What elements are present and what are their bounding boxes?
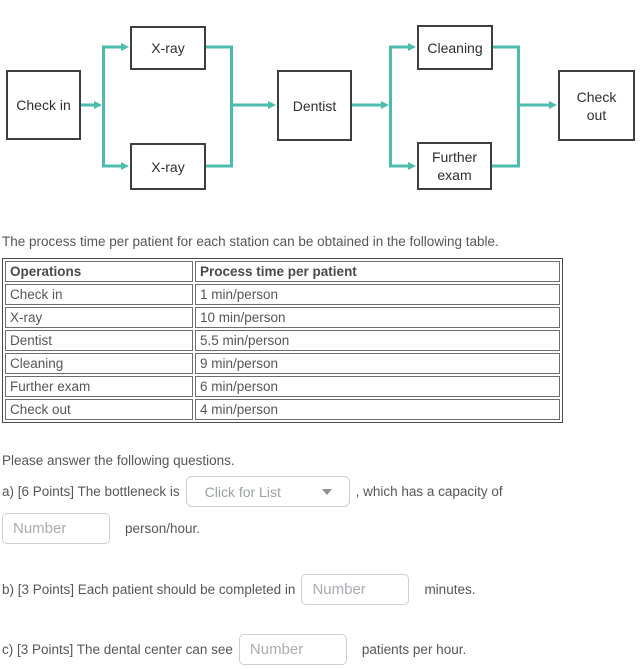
flow-box-label: Check out (576, 88, 617, 123)
question-a-middle: , which has a capacity of (355, 484, 503, 499)
operation-cell: Check out (5, 399, 193, 420)
time-cell: 10 min/person (195, 307, 560, 328)
operation-cell: X-ray (5, 307, 193, 328)
flow-box-label: Cleaning (427, 39, 483, 56)
flow-box-dentist: Dentist (277, 70, 352, 141)
question-c-suffix: patients per hour. (361, 642, 467, 657)
question-a-prefix: a) [6 Points] The bottleneck is (2, 484, 180, 499)
time-cell: 1 min/person (195, 284, 560, 305)
flow-connectors (81, 43, 557, 170)
time-cell: 4 min/person (195, 399, 560, 420)
operation-cell: Cleaning (5, 353, 193, 374)
table-row: X-ray 10 min/person (5, 307, 560, 328)
table-row: Dentist 5.5 min/person (5, 330, 560, 351)
flow-box-xray-top: X-ray (130, 26, 206, 70)
time-cell: 9 min/person (195, 353, 560, 374)
table-header-row: Operations Process time per patient (5, 261, 560, 282)
flow-box-label: X-ray (151, 40, 185, 56)
question-a-line2: person/hour. (2, 513, 642, 544)
questions-lead: Please answer the following questions. (2, 453, 235, 468)
capacity-input[interactable] (2, 513, 110, 544)
flow-box-label: Check in (16, 97, 71, 113)
flow-box-label: X-ray (151, 158, 185, 175)
question-a-suffix: person/hour. (125, 521, 201, 536)
chevron-down-icon (321, 488, 332, 495)
completion-time-input[interactable] (301, 574, 410, 605)
patients-per-hour-input[interactable] (238, 634, 347, 665)
process-time-table: Operations Process time per patient Chec… (2, 258, 563, 423)
flow-box-check-out: Check out (558, 70, 635, 141)
question-b-prefix: b) [3 Points] Each patient should be com… (2, 582, 296, 597)
questions-section: Please answer the following questions. a… (2, 453, 642, 665)
flow-box-xray-bottom: X-ray (130, 143, 206, 190)
table-caption: The process time per patient for each st… (2, 234, 499, 249)
question-b-suffix: minutes. (424, 582, 476, 597)
operation-cell: Further exam (5, 376, 193, 397)
operation-cell: Dentist (5, 330, 193, 351)
flow-box-cleaning: Cleaning (417, 25, 493, 70)
flow-box-further-exam: Further exam (417, 142, 492, 190)
flow-arrows (81, 43, 557, 170)
table-header-operations: Operations (5, 261, 193, 282)
operation-cell: Check in (5, 284, 193, 305)
table-row: Check out 4 min/person (5, 399, 560, 420)
question-c-line: c) [3 Points] The dental center can see … (2, 634, 642, 665)
dropdown-placeholder: Click for List (204, 483, 281, 500)
table-row: Cleaning 9 min/person (5, 353, 560, 374)
table-row: Check in 1 min/person (5, 284, 560, 305)
table-header-process-time: Process time per patient (195, 261, 560, 282)
time-cell: 5.5 min/person (195, 330, 560, 351)
time-cell: 6 min/person (195, 376, 560, 397)
question-a-line1: a) [6 Points] The bottleneck is Click fo… (2, 476, 642, 507)
table-row: Further exam 6 min/person (5, 376, 560, 397)
bottleneck-dropdown[interactable]: Click for List (185, 476, 350, 507)
flow-box-label: Dentist (292, 97, 337, 114)
process-flow-diagram: Check in X-ray X-ray Dentist Cleaning Fu… (0, 0, 642, 210)
question-c-prefix: c) [3 Points] The dental center can see (2, 642, 233, 657)
question-b-line: b) [3 Points] Each patient should be com… (2, 574, 642, 605)
flow-box-check-in: Check in (6, 70, 81, 140)
flow-box-label: Further exam (431, 149, 478, 183)
